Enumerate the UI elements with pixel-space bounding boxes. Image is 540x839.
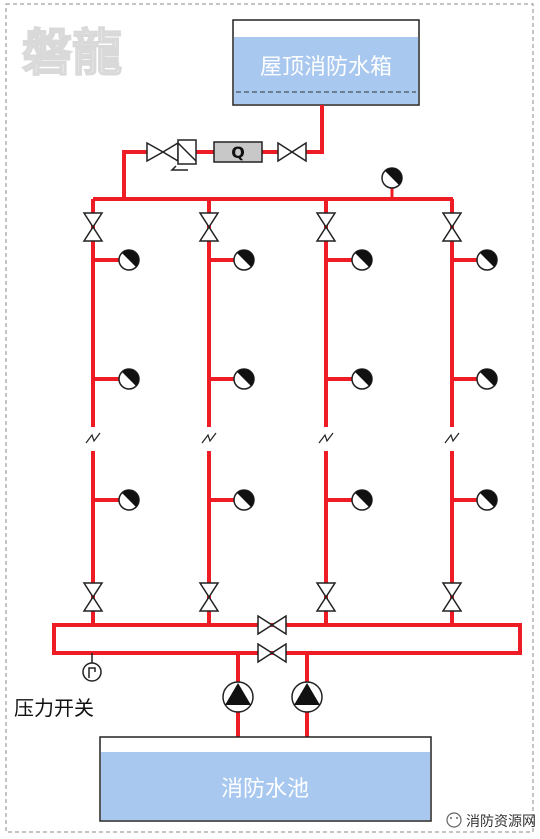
hydrant-icon xyxy=(118,249,140,271)
pump-right-icon xyxy=(291,681,323,713)
bottom-ring-main xyxy=(52,623,522,655)
pressure-switch-label: 压力开关 xyxy=(14,696,94,720)
hydrant-icon xyxy=(233,489,255,511)
riser-valve-bottom-1 xyxy=(82,582,104,612)
pool-water xyxy=(101,752,430,820)
wechat-icon xyxy=(446,812,462,828)
roof-tank-water xyxy=(234,37,418,104)
riser-valve-top-2 xyxy=(198,212,220,242)
top-valve-left-b xyxy=(161,141,179,163)
check-valve xyxy=(170,139,197,171)
fire-pool: 消防水池 xyxy=(99,736,432,822)
tank-supply-pipe xyxy=(122,105,324,199)
hydrant-icon xyxy=(233,368,255,390)
riser-valve-top-4 xyxy=(441,212,463,242)
riser-valve-top-1 xyxy=(82,212,104,242)
pumps xyxy=(222,681,323,713)
riser-valves-top xyxy=(82,212,463,242)
hydrant-symbols xyxy=(118,167,498,511)
hydrant-icon xyxy=(476,489,498,511)
hydrant-icon xyxy=(118,489,140,511)
hydrant-icon xyxy=(233,249,255,271)
top-valve-right-b xyxy=(290,141,307,163)
hydrant-icon xyxy=(476,368,498,390)
hydrant-branches xyxy=(93,258,477,502)
ring-main-valves xyxy=(257,614,287,664)
roof-tank: 屋顶消防水箱 xyxy=(232,19,420,106)
pressure-switch-icon xyxy=(82,662,102,682)
hydrant-icon xyxy=(351,249,373,271)
riser-valves-bottom xyxy=(82,582,463,612)
hydrant-icon xyxy=(351,368,373,390)
top-valve-left xyxy=(146,141,165,163)
riser-valve-bottom-4 xyxy=(441,582,463,612)
flow-meter-label: Q xyxy=(231,143,245,162)
hydrant-icon xyxy=(118,368,140,390)
pump-left-icon xyxy=(222,681,254,713)
ring-valve-lower xyxy=(257,642,287,664)
hydrant-icon xyxy=(476,249,498,271)
gate-valves xyxy=(146,141,307,163)
flow-meter: Q xyxy=(213,141,263,163)
outer-border xyxy=(5,3,534,833)
roof-tank-label: 屋顶消防水箱 xyxy=(260,55,392,80)
hydrant-icon xyxy=(351,489,373,511)
riser-pipes xyxy=(91,199,454,625)
watermark: 磐龍 xyxy=(22,24,122,82)
credit: 消防资源网 xyxy=(446,812,536,830)
ring-valve-upper xyxy=(257,614,287,636)
riser-valve-top-3 xyxy=(315,212,337,242)
riser-valve-bottom-3 xyxy=(315,582,337,612)
credit-label: 消防资源网 xyxy=(466,814,536,830)
pipe-break-marks xyxy=(85,432,460,444)
pool-label: 消防水池 xyxy=(221,777,309,802)
top-gauge-icon xyxy=(381,167,403,189)
riser-valve-bottom-2 xyxy=(198,582,220,612)
top-valve-right xyxy=(277,141,294,163)
